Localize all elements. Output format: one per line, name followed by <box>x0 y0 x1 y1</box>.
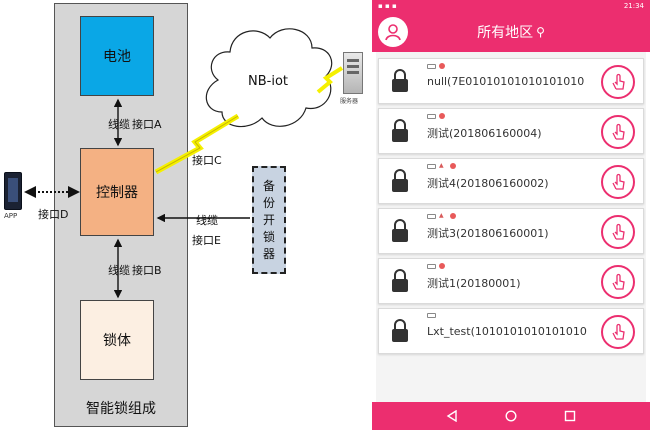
lock-name: null(7E01010101010101010 <box>427 75 585 88</box>
padlock-icon <box>392 169 408 192</box>
signal-icon: ▲ <box>439 212 444 219</box>
unlock-button[interactable] <box>601 65 635 99</box>
backup-char-2: 份 <box>262 195 275 210</box>
lock-list-item[interactable]: ▲ 测试3(201806160001) <box>378 208 644 254</box>
interface-c-label: 接口C <box>192 154 222 167</box>
lock-body-box: 锁体 <box>80 300 154 380</box>
lock-list-item[interactable]: 测试(201806160004) <box>378 108 644 154</box>
recents-button[interactable] <box>561 407 579 425</box>
alert-dot-icon <box>450 163 456 169</box>
server-label: 服务器 <box>340 98 359 105</box>
battery-label: 电池 <box>103 49 131 65</box>
android-nav-bar <box>372 402 650 430</box>
cable-a-label: 线缆 <box>108 118 130 131</box>
unlock-button[interactable] <box>601 265 635 299</box>
padlock-icon <box>392 269 408 292</box>
status-icons-left: ▪ ▪ ▪ <box>378 2 397 10</box>
unlock-button[interactable] <box>601 165 635 199</box>
lock-list-item[interactable]: 测试1(20180001) <box>378 258 644 304</box>
interface-b-label: 接口B <box>132 264 162 277</box>
lock-list-item[interactable]: Lxt_test(1010101010101010 <box>378 308 644 354</box>
hand-tap-icon <box>612 273 625 290</box>
interface-e-label: 接口E <box>192 234 221 247</box>
padlock-icon <box>392 119 408 142</box>
battery-box: 电池 <box>80 16 154 96</box>
backup-char-1: 备 <box>262 178 275 193</box>
back-button[interactable] <box>443 407 461 425</box>
alert-dot-icon <box>439 63 445 69</box>
page-title[interactable]: 所有地区 <box>477 25 534 41</box>
app-phone-icon <box>4 172 22 210</box>
unlock-button[interactable] <box>601 315 635 349</box>
status-time: 21:34 <box>623 2 644 10</box>
alert-dot-icon <box>439 113 445 119</box>
smart-lock-diagram: 电池 控制器 锁体 智能锁组成 线缆 接口A 线缆 接口B 接 <box>4 3 363 427</box>
lock-list-item[interactable]: ▲ 测试4(201806160002) <box>378 158 644 204</box>
avatar[interactable] <box>378 17 408 47</box>
battery-icon <box>427 163 436 169</box>
padlock-icon <box>392 319 408 342</box>
alert-dot-icon <box>450 213 456 219</box>
battery-icon <box>427 113 436 119</box>
lock-list: null(7E01010101010101010 测试(201806160004… <box>376 52 646 402</box>
battery-icon <box>427 63 436 69</box>
cable-b-label: 线缆 <box>108 264 130 277</box>
battery-icon <box>427 263 436 269</box>
backup-unlocker-box: 备 份 开 锁 器 <box>252 166 286 274</box>
lock-status-icons: ▲ <box>427 213 456 219</box>
padlock-icon <box>392 69 408 92</box>
controller-label: 控制器 <box>96 185 138 201</box>
recents-square-icon <box>565 410 576 422</box>
lock-status-icons <box>427 63 445 69</box>
server-icon <box>343 52 363 94</box>
lock-app-screen: ▪ ▪ ▪ 21:34 所有地区 ⚲ null(7E01010101010101… <box>372 0 650 430</box>
lock-status-icons: ▲ <box>427 163 456 169</box>
cable-e-label: 线缆 <box>196 214 218 227</box>
hand-tap-icon <box>612 73 625 90</box>
unlock-button[interactable] <box>601 215 635 249</box>
user-icon <box>385 24 401 41</box>
lock-name: Lxt_test(1010101010101010 <box>427 325 587 338</box>
lock-list-item[interactable]: null(7E01010101010101010 <box>378 58 644 104</box>
nb-iot-label: NB-iot <box>248 74 288 89</box>
location-pin-icon[interactable]: ⚲ <box>536 25 545 39</box>
signal-icon: ▲ <box>439 162 444 169</box>
lock-status-icons <box>427 263 445 269</box>
panel-caption: 智能锁组成 <box>86 401 156 417</box>
unlock-button[interactable] <box>601 115 635 149</box>
hand-tap-icon <box>612 223 625 240</box>
hand-tap-icon <box>612 323 625 340</box>
back-triangle-icon <box>446 410 457 422</box>
wireless-link-server <box>316 66 344 94</box>
home-circle-icon <box>505 410 517 422</box>
lock-name: 测试(201806160004) <box>427 127 542 140</box>
lock-name: 测试1(20180001) <box>427 277 521 290</box>
app-header: 所有地区 ⚲ <box>372 12 650 52</box>
home-button[interactable] <box>502 407 520 425</box>
app-label: APP <box>4 212 18 220</box>
hand-tap-icon <box>612 123 625 140</box>
hand-tap-icon <box>612 173 625 190</box>
battery-icon <box>427 213 436 219</box>
lock-status-icons <box>427 113 445 119</box>
backup-char-4: 锁 <box>262 229 275 244</box>
backup-char-5: 器 <box>262 246 275 261</box>
backup-char-3: 开 <box>262 212 275 227</box>
status-bar: ▪ ▪ ▪ 21:34 <box>372 0 650 12</box>
battery-icon <box>427 313 436 318</box>
lock-body-label: 锁体 <box>103 333 131 349</box>
interface-d-label: 接口D <box>38 208 69 221</box>
padlock-icon <box>392 219 408 242</box>
controller-box: 控制器 <box>80 148 154 236</box>
lock-status-icons <box>427 313 436 318</box>
interface-a-label: 接口A <box>132 118 162 131</box>
lock-name: 测试3(201806160001) <box>427 227 549 240</box>
lock-name: 测试4(201806160002) <box>427 177 549 190</box>
alert-dot-icon <box>439 263 445 269</box>
diagram-connectors <box>24 28 344 299</box>
